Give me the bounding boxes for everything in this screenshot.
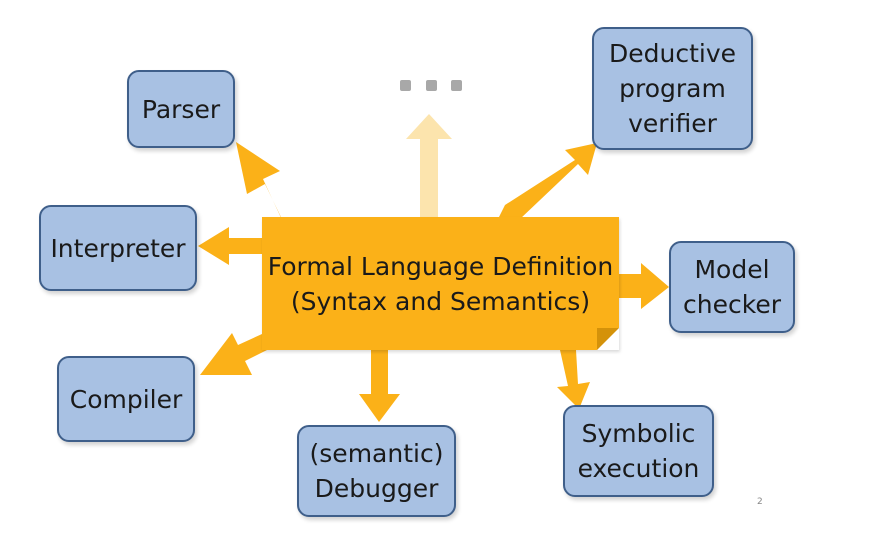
parser-node: Parser bbox=[127, 70, 235, 148]
symbolic-label-line2: execution bbox=[577, 454, 700, 483]
debugger-label-line1: (semantic) bbox=[309, 439, 444, 468]
model-checker-label-line2: checker bbox=[683, 290, 781, 319]
ellipsis-dot bbox=[425, 80, 437, 91]
ellipsis-dot bbox=[451, 80, 462, 91]
model-checker-node: Model checker bbox=[669, 241, 795, 333]
verifier-label-line2: program bbox=[619, 74, 726, 103]
semantic-debugger-node: (semantic) Debugger bbox=[297, 425, 456, 517]
compiler-label: Compiler bbox=[69, 384, 183, 414]
ellipsis-dot bbox=[400, 80, 411, 91]
interpreter-node: Interpreter bbox=[39, 205, 197, 291]
debugger-label-line2: Debugger bbox=[314, 474, 439, 503]
deductive-program-verifier-node: Deductive program verifier bbox=[592, 27, 753, 150]
arrow-to-interpreter bbox=[198, 227, 265, 265]
arrow-to-compiler bbox=[200, 333, 267, 375]
symbolic-execution-node: Symbolic execution bbox=[563, 405, 714, 497]
arrow-to-more bbox=[406, 114, 452, 220]
parser-label: Parser bbox=[141, 94, 221, 124]
model-checker-label-line1: Model bbox=[694, 255, 770, 284]
more-tools-ellipsis bbox=[400, 80, 462, 94]
compiler-node: Compiler bbox=[57, 356, 195, 442]
verifier-label-line3: verifier bbox=[628, 109, 717, 138]
arrow-to-symbolic bbox=[557, 350, 590, 409]
interpreter-label: Interpreter bbox=[50, 233, 186, 263]
verifier-label-line1: Deductive bbox=[608, 39, 736, 68]
folded-corner bbox=[597, 328, 619, 350]
arrow-to-parser bbox=[236, 142, 312, 244]
arrow-to-debugger bbox=[359, 350, 400, 422]
formal-language-definition-node: Formal Language Definition (Syntax and S… bbox=[262, 217, 619, 350]
symbolic-label-line1: Symbolic bbox=[581, 419, 696, 448]
arrow-to-verifier bbox=[498, 143, 597, 219]
arrow-to-model-checker bbox=[619, 263, 669, 309]
slide-page-number: 2 bbox=[757, 497, 763, 507]
center-subtitle-line: (Syntax and Semantics) bbox=[290, 286, 591, 316]
center-title-line: Formal Language Definition bbox=[267, 251, 614, 281]
